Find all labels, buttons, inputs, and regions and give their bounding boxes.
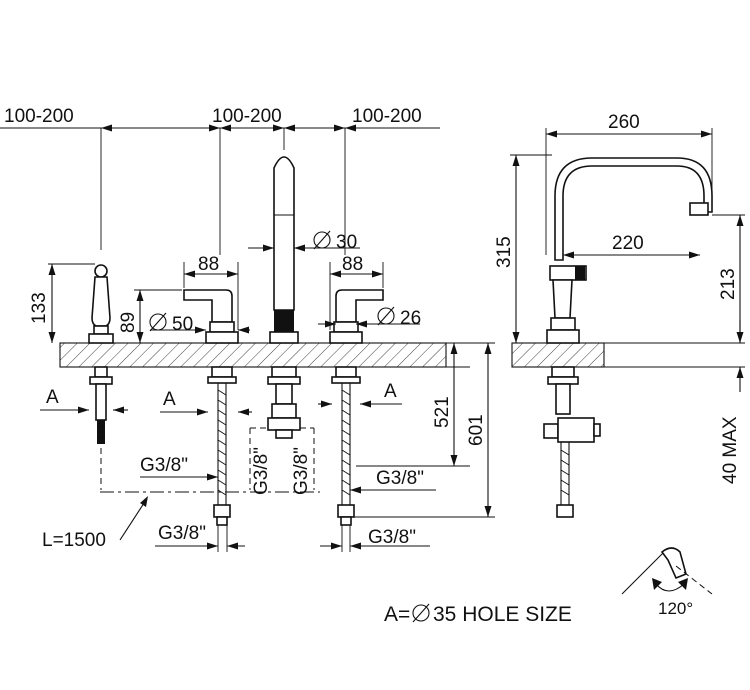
thread-callouts: G3/8" G3/8" G3/8" G3/8" L=1500 [42, 455, 436, 552]
hole-dim-mid: A [160, 389, 252, 416]
hose-length-label: L=1500 [42, 530, 106, 551]
thread-label-3: G3/8" [291, 447, 312, 495]
handle-height-label: 89 [118, 312, 139, 333]
handle-width-right-label: 88 [342, 254, 363, 275]
thread-label-1: G3/8" [140, 455, 188, 476]
base-diameter-right-label: 26 [400, 308, 421, 329]
thread-label-4: G3/8" [376, 468, 424, 489]
base-diameter-left-label: 50 [172, 314, 193, 335]
inner-reach-label: 220 [612, 233, 644, 254]
hole-size-note: A= 35 HOLE SIZE [384, 603, 572, 626]
hole-label-left: A [46, 387, 59, 408]
shower-height-label: 133 [29, 292, 50, 324]
spout-height-label: 213 [718, 268, 739, 300]
depth-601-label: 601 [466, 414, 487, 446]
left-handle-valve [183, 289, 239, 526]
spacing-right-label: 100-200 [352, 106, 422, 127]
hole-dim-left: A [40, 387, 128, 414]
right-handle-valve [329, 289, 384, 526]
left-handle-dimensions: 88 89 50 [118, 254, 250, 343]
spout-threads: G3/8" G3/8" [251, 447, 312, 495]
right-handle-dimensions: 88 26 [318, 254, 421, 330]
rotation-angle-label: 120° [658, 599, 693, 618]
max-thickness-label: 40 MAX [720, 416, 741, 484]
spout [100, 156, 320, 493]
depth-dimensions: 521 601 [354, 343, 495, 518]
hole-note-value: 35 HOLE SIZE [433, 603, 572, 626]
countertop-side [511, 342, 745, 368]
countertop-front [59, 342, 495, 368]
spacing-left-label: 100-200 [4, 106, 74, 127]
spacing-dimensions: 100-200 100-200 100-200 [0, 106, 440, 255]
spout-diameter-label: 30 [336, 232, 357, 253]
depth-521-label: 521 [432, 396, 453, 428]
thread-label-6: G3/8" [368, 527, 416, 548]
handle-width-left-label: 88 [198, 254, 219, 275]
hole-label-right: A [384, 381, 397, 402]
total-height-label: 315 [494, 236, 515, 268]
side-view-dimensions: 260 220 315 213 40 MAX [494, 112, 745, 484]
reach-label: 260 [608, 112, 640, 133]
spacing-middle-label: 100-200 [212, 106, 282, 127]
thread-label-2: G3/8" [251, 447, 272, 495]
rotation-icon: 120° [621, 547, 713, 618]
shower-height-dimension: 133 [29, 263, 95, 343]
hand-shower [88, 264, 114, 490]
hole-dim-right: A [318, 381, 402, 408]
spout-diameter-dimension: 30 [248, 230, 360, 253]
side-view-faucet [543, 157, 713, 518]
thread-label-5: G3/8" [158, 523, 206, 544]
hole-note-prefix: A= [384, 603, 410, 626]
hole-label-mid: A [163, 389, 176, 410]
